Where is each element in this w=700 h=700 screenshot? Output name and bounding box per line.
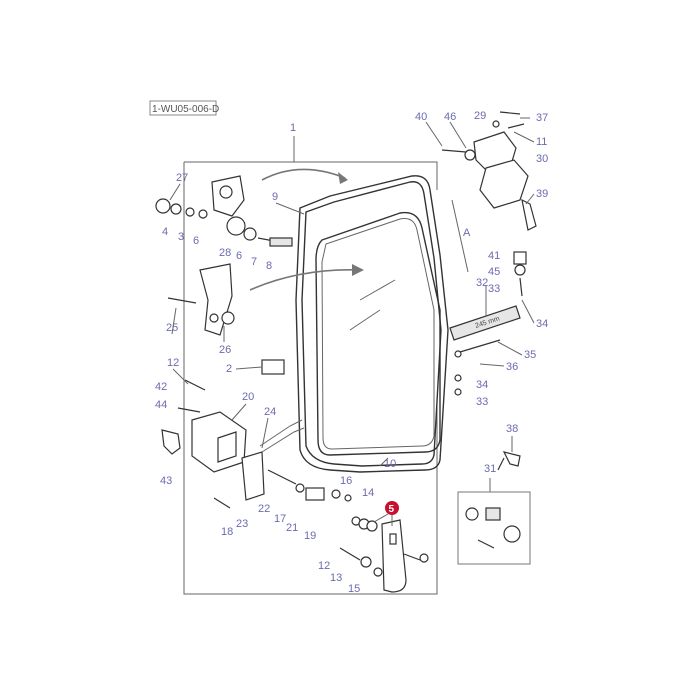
callout-28: 28 [219,247,231,259]
callout-1: 1 [290,122,296,134]
callout-32: 32 [476,277,488,289]
callout-36: 36 [506,361,518,373]
dimension-a: A [451,199,471,273]
callout-13: 13 [330,572,342,584]
hinge-washers [155,198,208,219]
assembly-frame [183,136,438,595]
callout-11: 11 [536,136,547,148]
callout-10: 10 [384,458,396,470]
callout-7: 7 [251,256,257,268]
callout-39: 39 [536,188,548,200]
callout-21: 21 [286,522,298,534]
lock-bracket [191,411,247,473]
callout-25: 25 [166,322,178,334]
callout-14: 14 [362,487,374,499]
callout-34b: 34 [476,379,488,391]
callout-29: 29 [474,110,486,122]
detail-arrows [249,168,364,291]
callout-15: 15 [348,583,360,595]
callout-33a: 33 [488,283,500,295]
callout-18: 18 [221,526,233,538]
callout-35: 35 [524,349,536,361]
callout-38: 38 [506,423,518,435]
lock-pins [295,483,352,502]
callout-40: 40 [415,111,427,123]
callout-19: 19 [304,530,316,542]
gas-strut: 245 mm [449,251,527,396]
callout-2: 2 [226,363,232,375]
upper-hinge [211,175,293,247]
callout-42: 42 [155,381,167,393]
callout-41: 41 [488,250,500,262]
callout-43: 43 [160,475,172,487]
callout-22: 22 [258,503,270,515]
callout-6a: 6 [193,235,199,247]
door-handle [339,516,429,593]
callout-45: 45 [488,266,500,278]
callout-46: 46 [444,111,456,123]
callout-27: 27 [176,172,188,184]
reference-code-box: 1-WU05-006-D [149,100,219,116]
lock-mechanism [213,419,305,509]
lock-barrel-box [457,478,531,565]
callout-12a: 12 [167,357,179,369]
callout-31: 31 [484,463,496,475]
callout-44: 44 [155,399,167,411]
door-frame [295,175,449,473]
callout-30: 30 [536,153,548,165]
callout-5: 5 [389,504,395,515]
callout-23: 23 [236,518,248,530]
left-bolts [161,379,206,455]
callout-3: 3 [178,231,184,243]
strut-upper-bracket [441,111,537,231]
callout-20: 20 [242,391,254,403]
callout-26: 26 [219,344,231,356]
callout-33b: 33 [476,396,488,408]
catch-block [261,359,285,375]
callout-24: 24 [264,406,276,418]
callout-16: 16 [340,475,352,487]
callout-8: 8 [266,260,272,272]
key-38 [497,451,521,471]
callout-9: 9 [272,191,278,203]
dimension-label: A [463,227,471,239]
leader-lines [169,117,535,467]
callout-34a: 34 [536,318,548,330]
lower-hinge [167,263,235,336]
callout-4: 4 [162,226,168,238]
callout-6b: 6 [236,250,242,262]
callout-labels: 1 27 4 3 6 9 28 6 7 8 25 26 12 2 42 44 2… [155,110,548,595]
callout-5-highlight[interactable]: 5 [373,501,399,526]
callout-37: 37 [536,112,548,124]
callout-17: 17 [274,513,286,525]
reference-code: 1-WU05-006-D [152,104,219,115]
door-glass [315,211,441,456]
callout-12b: 12 [318,560,330,572]
